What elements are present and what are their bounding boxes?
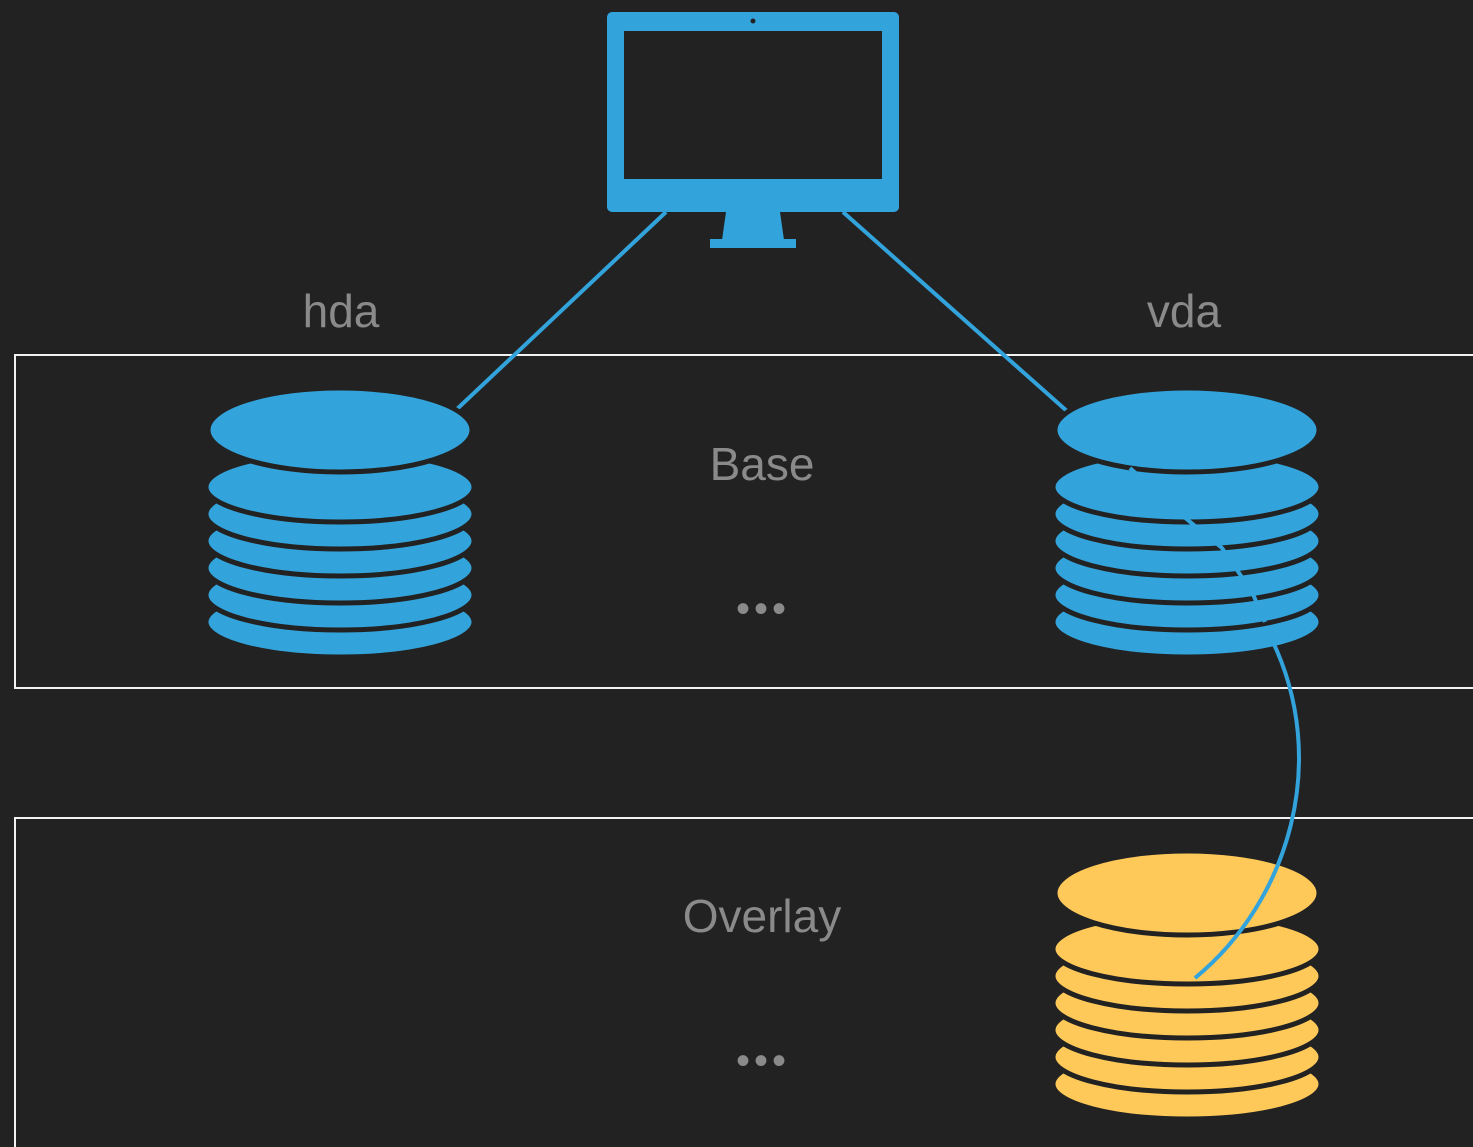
overlay-database-icon — [1050, 848, 1324, 1122]
vda-label: vda — [1147, 285, 1222, 337]
vda-inner-link — [1128, 466, 1267, 623]
vda-to-overlay-link — [1193, 639, 1301, 980]
hda-inner-link — [346, 476, 392, 517]
overlay-more-indicator: ••• — [736, 1039, 790, 1083]
vda-database-icon — [1050, 385, 1324, 660]
hda-label: hda — [303, 285, 380, 337]
overlay-layer-box — [14, 817, 1473, 1147]
monitor-icon — [607, 12, 899, 248]
hda-database-icon — [203, 385, 477, 660]
base-more-indicator: ••• — [736, 587, 790, 631]
monitor-to-vda-line — [841, 210, 1070, 414]
overlay-layer-title: Overlay — [683, 890, 841, 942]
base-layer-box — [14, 354, 1473, 689]
base-layer-title: Base — [710, 438, 815, 490]
monitor-to-hda-line — [454, 210, 668, 412]
